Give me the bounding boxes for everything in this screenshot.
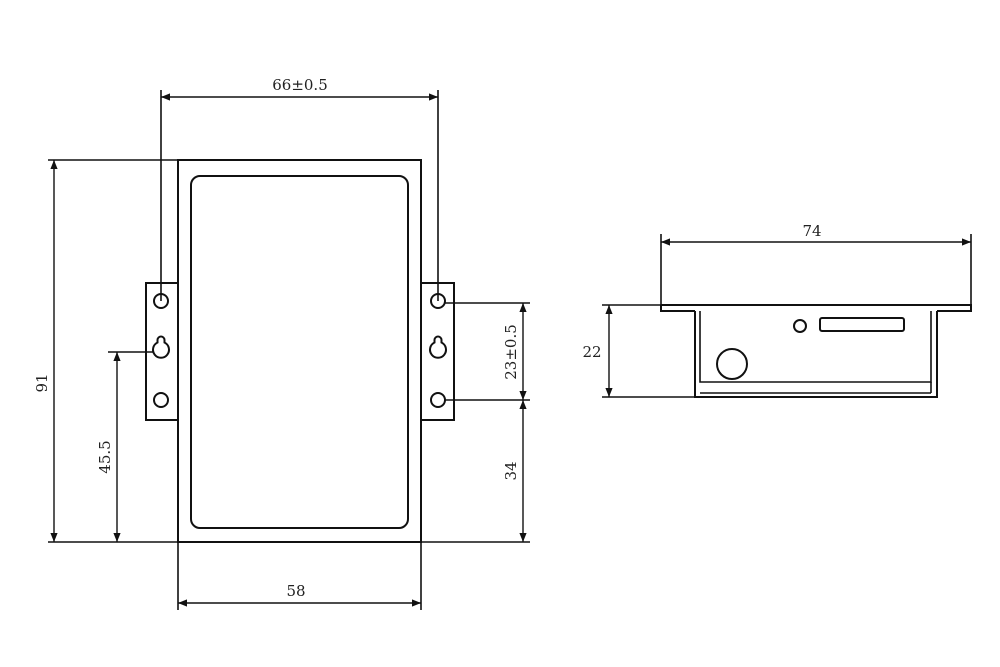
left-keyhole-slot: [152, 335, 170, 359]
front-panel: [190, 175, 409, 529]
side-height-label: 22: [582, 343, 601, 361]
dimension-lower-hole-height: 34: [421, 400, 530, 543]
dimension-flange-width: 74: [660, 222, 972, 305]
overall-height-label: 91: [33, 373, 51, 392]
right-lower-mounting-hole: [430, 392, 446, 408]
dimension-hole-spacing: 66±0.5: [160, 76, 439, 301]
hole-spacing-label: 66±0.5: [272, 76, 328, 94]
dimension-keyhole-height: 45.5: [96, 351, 153, 542]
side-housing-inner-wall: [699, 311, 932, 383]
side-round-connector: [716, 348, 748, 380]
housing-width-label: 58: [286, 582, 305, 600]
front-view: [145, 159, 455, 543]
front-housing-outline: [177, 159, 422, 543]
side-mounting-flange: [660, 304, 972, 312]
dimension-overall-height: 91: [33, 159, 178, 543]
side-housing-outline: [694, 311, 938, 398]
right-keyhole-slot: [429, 335, 447, 359]
side-view: [660, 304, 972, 398]
lower-hole-height-label: 34: [502, 461, 520, 480]
keyhole-height-label: 45.5: [96, 440, 114, 473]
dimension-side-height: 22: [582, 304, 695, 398]
flange-width-label: 74: [802, 222, 821, 240]
dimension-housing-width: 58: [177, 542, 422, 610]
side-card-slot: [819, 317, 905, 332]
side-indicator-led: [793, 319, 807, 333]
left-lower-mounting-hole: [153, 392, 169, 408]
dimension-hole-pitch: 23±0.5: [445, 302, 530, 401]
hole-pitch-label: 23±0.5: [502, 324, 520, 380]
